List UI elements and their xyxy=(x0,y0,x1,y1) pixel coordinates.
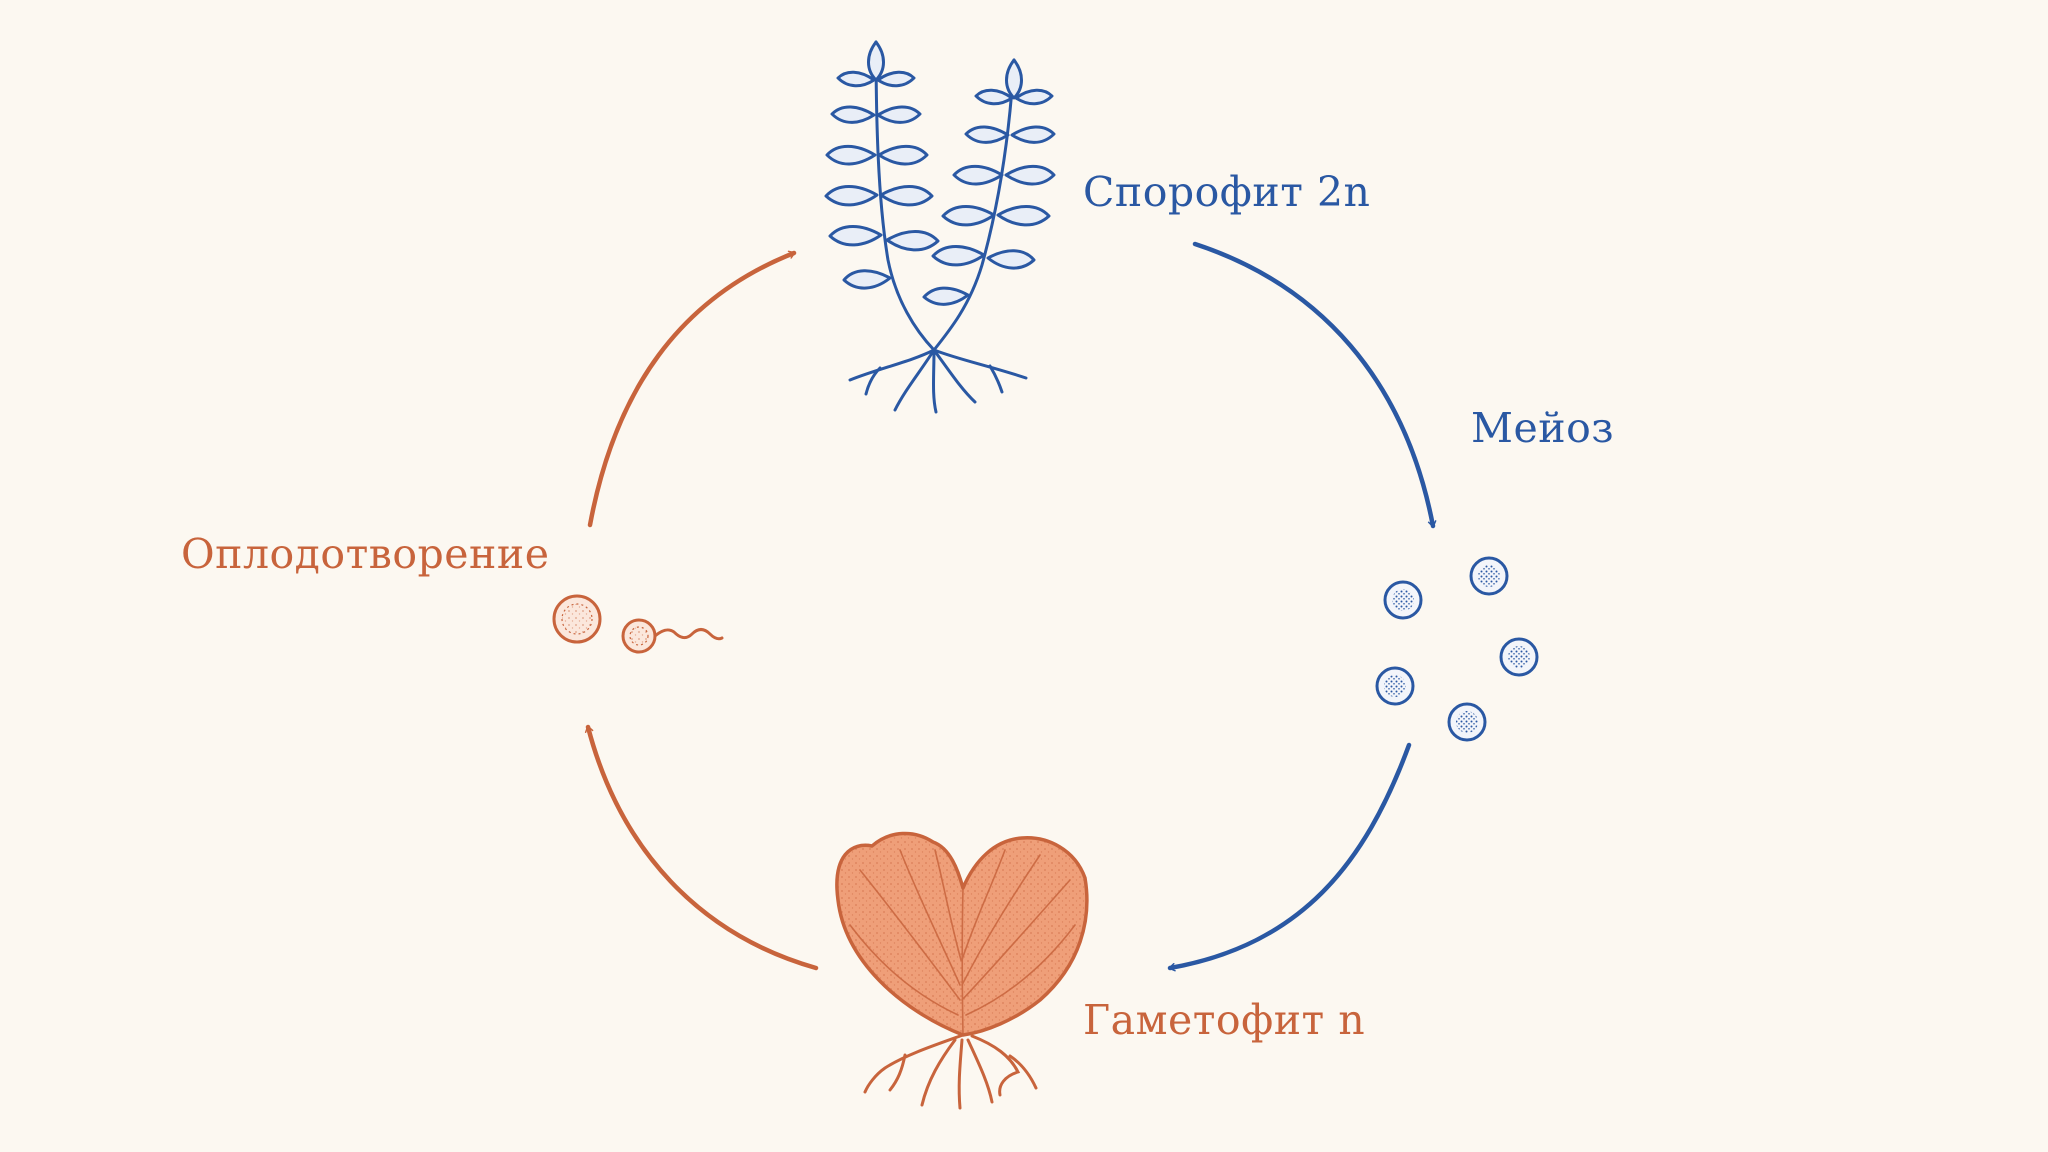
egg-icon xyxy=(552,594,602,644)
spore-icon xyxy=(1469,556,1509,596)
egg-and-sperm-icon xyxy=(552,594,724,654)
spore-icon xyxy=(1447,702,1487,742)
sporophyte-label: Спорофит 2n xyxy=(1083,168,1371,216)
gametophyte-label: Гаметофит n xyxy=(1083,996,1366,1044)
sperm-icon xyxy=(621,618,724,654)
arrow-spores-to-gametophyte xyxy=(1167,742,1412,972)
heart-shaped-prothallus-icon xyxy=(835,831,1089,1110)
fern-sporophyte-icon xyxy=(824,40,1056,414)
spore-icon xyxy=(1383,580,1423,620)
fertilization-label: Оплодотворение xyxy=(181,530,550,578)
arrow-sporophyte-to-meiosis xyxy=(1192,241,1437,529)
arrow-fertilization-to-sporophyte xyxy=(587,250,797,528)
spores-group xyxy=(1375,556,1539,742)
spore-icon xyxy=(1499,637,1539,677)
spore-icon xyxy=(1375,666,1415,706)
meiosis-label: Мейоз xyxy=(1471,404,1615,452)
arrow-gametophyte-to-fertilization xyxy=(584,724,819,971)
